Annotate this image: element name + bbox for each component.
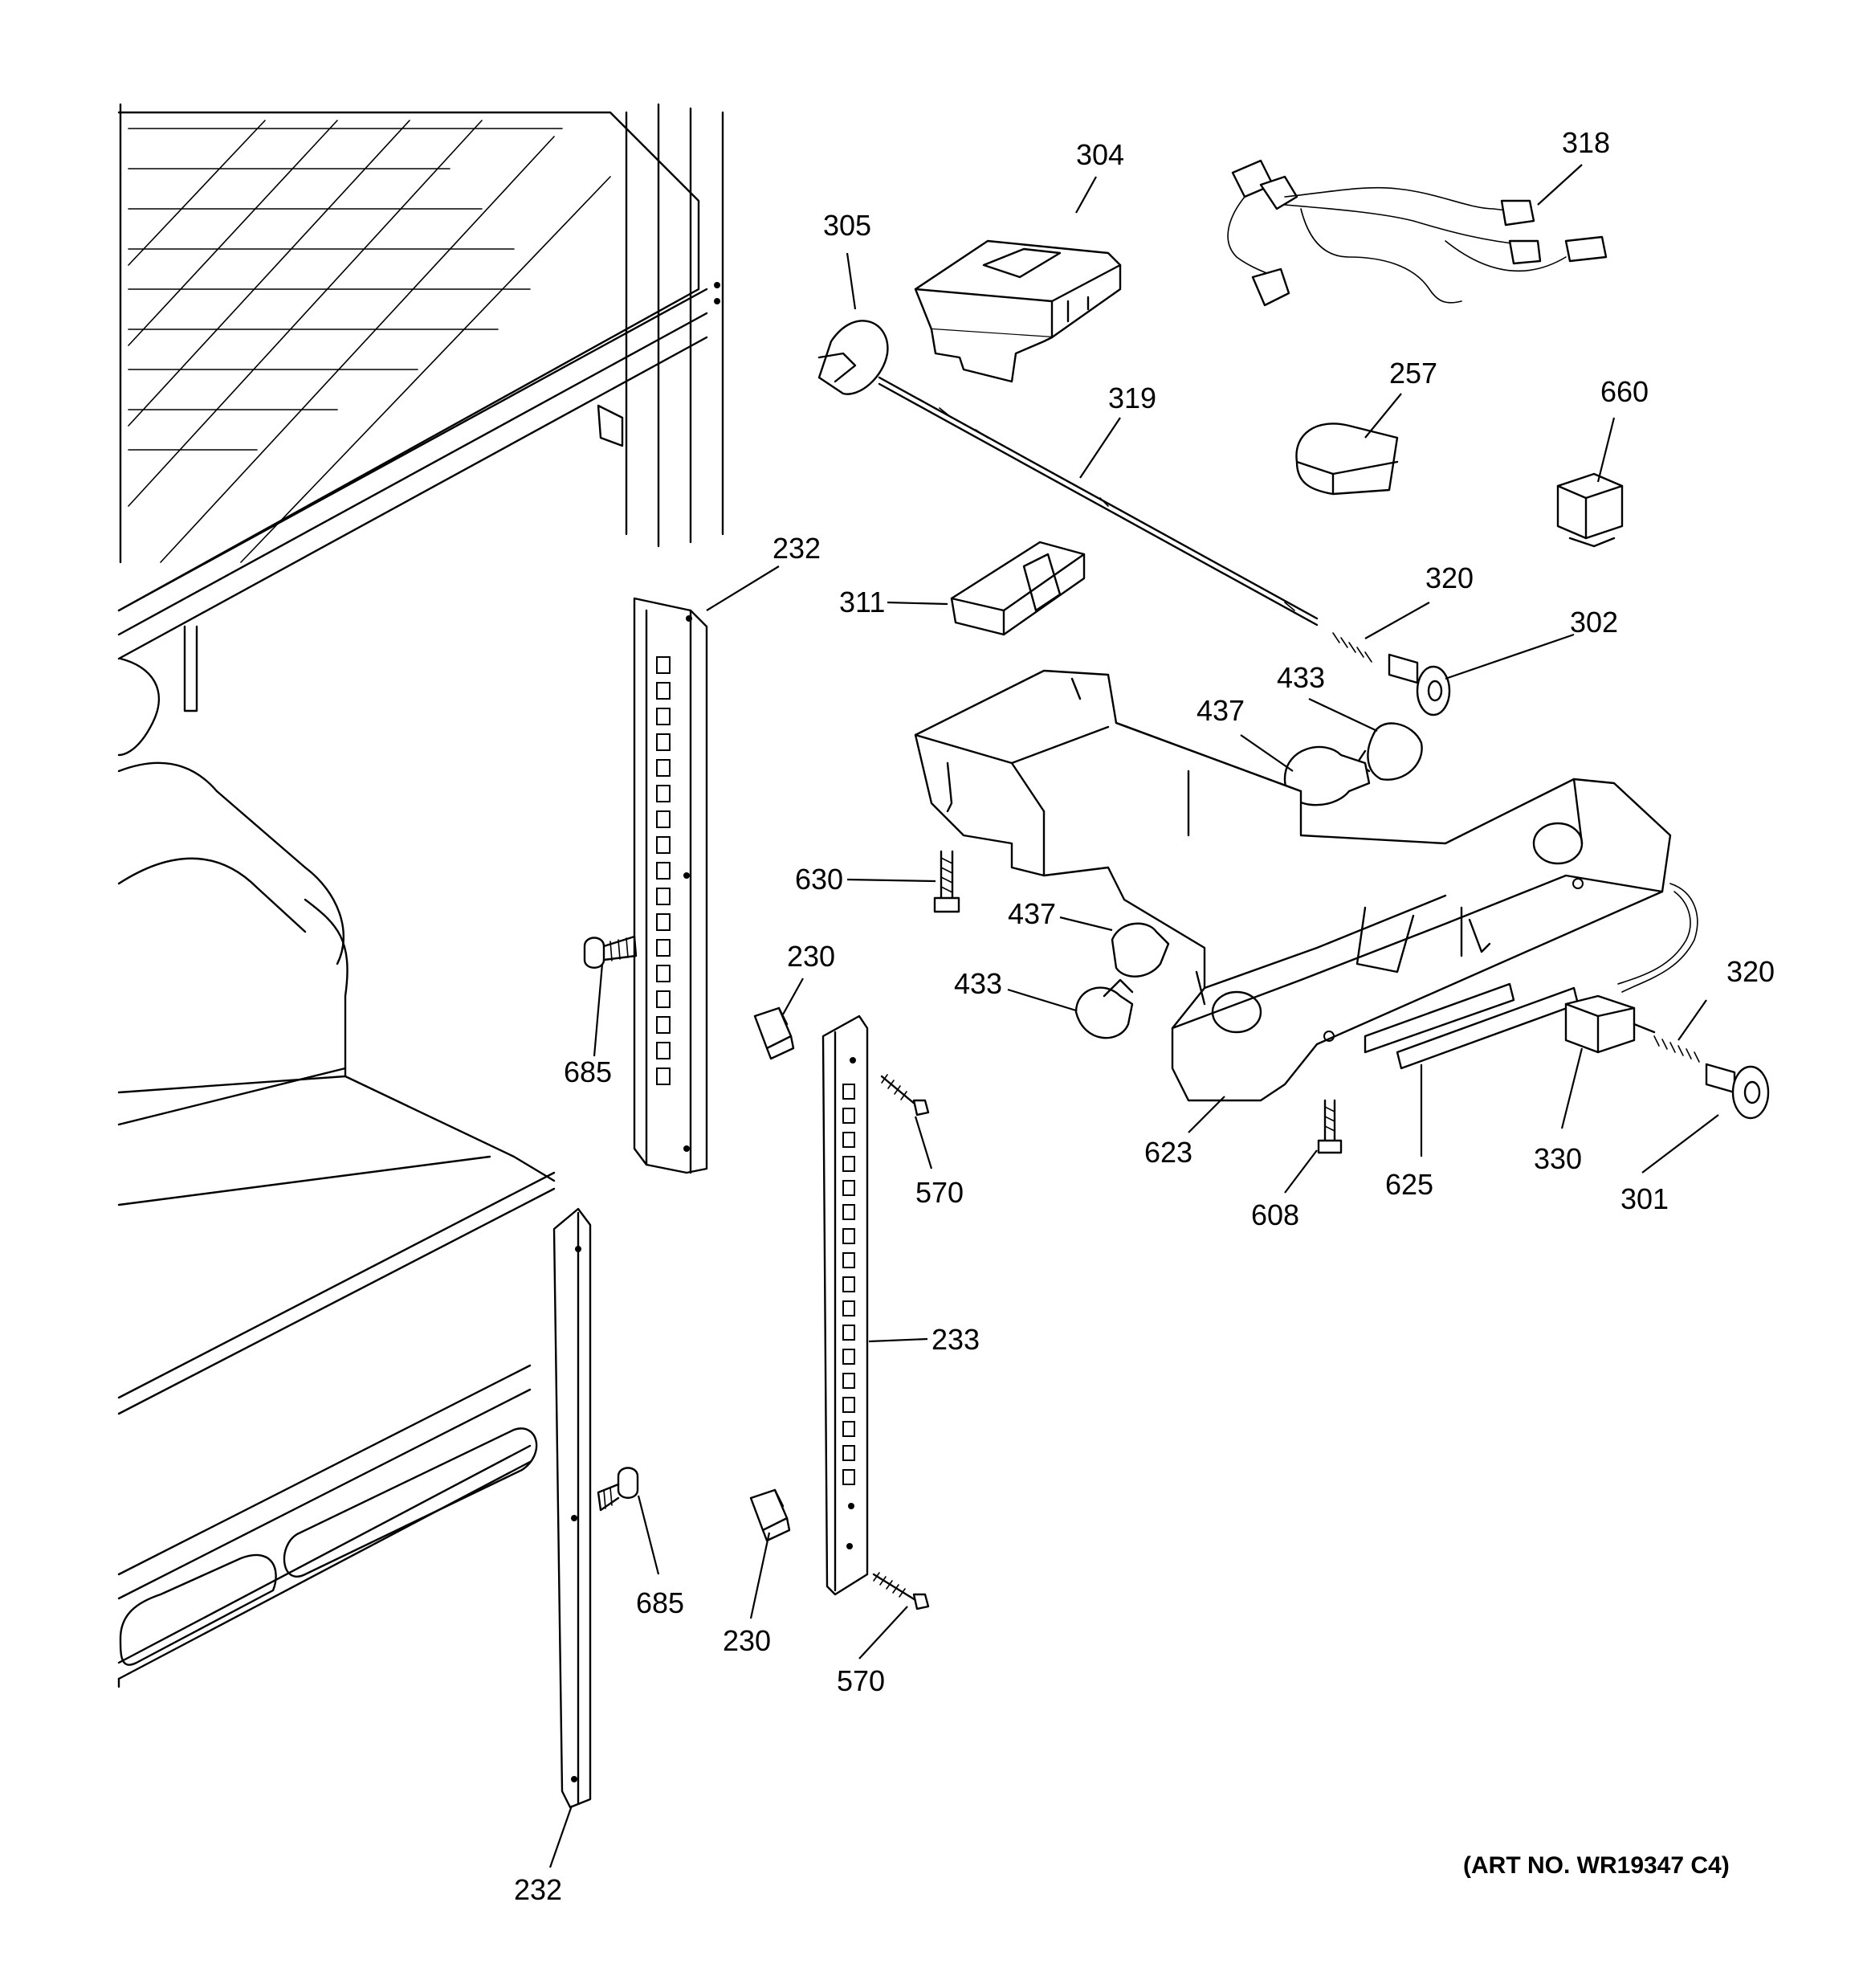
label-625: 625: [1385, 1168, 1433, 1201]
knob-301: [1705, 1063, 1770, 1120]
screw-570-upper: [880, 1074, 930, 1116]
label-318: 318: [1562, 126, 1610, 159]
screw-685-lower: [597, 1467, 639, 1512]
label-685-lower: 685: [636, 1586, 684, 1619]
label-230-lower: 230: [723, 1624, 771, 1657]
bulb-437-lower: [1111, 922, 1170, 978]
control-housing-623: [914, 669, 1672, 1102]
label-301: 301: [1620, 1182, 1669, 1215]
label-570-lower: 570: [837, 1664, 885, 1697]
label-319: 319: [1108, 382, 1156, 414]
label-433-lower: 433: [954, 967, 1002, 1000]
screw-685-upper: [583, 935, 638, 969]
clip-230-upper: [753, 1006, 795, 1060]
label-232-lower: 232: [514, 1873, 562, 1906]
refrigerator-cabinet: [117, 103, 724, 1688]
relay-660: [1556, 472, 1624, 548]
label-437-lower: 437: [1008, 897, 1056, 930]
label-232-upper: 232: [773, 532, 821, 565]
label-330: 330: [1534, 1142, 1582, 1175]
label-233: 233: [932, 1323, 980, 1356]
label-608: 608: [1251, 1198, 1299, 1231]
label-311: 311: [839, 586, 885, 618]
screw-608: [1317, 1099, 1343, 1154]
clip-230-lower: [749, 1488, 791, 1542]
label-304: 304: [1076, 138, 1124, 171]
label-257: 257: [1389, 357, 1437, 390]
label-320-lower: 320: [1726, 955, 1775, 988]
rail-232-lower: [552, 1207, 592, 1809]
label-433-upper: 433: [1277, 661, 1325, 694]
label-570-upper: 570: [915, 1176, 964, 1209]
part-labels: 304 318 305 319 257 660 232 311 320 302 …: [514, 126, 1775, 1906]
cam-305: [817, 320, 889, 395]
spring-320-upper: [1332, 632, 1372, 663]
label-660: 660: [1600, 375, 1649, 408]
socket-433-lower: [1074, 978, 1134, 1039]
housing-304: [914, 239, 1122, 383]
label-305: 305: [823, 209, 871, 242]
knob-302: [1388, 653, 1451, 716]
label-320-upper: 320: [1425, 561, 1474, 594]
label-302: 302: [1570, 606, 1618, 639]
rail-233: [821, 1014, 869, 1596]
label-623: 623: [1144, 1136, 1192, 1169]
shaft-319: [878, 376, 1319, 627]
art-number: (ART NO. WR19347 C4): [1463, 1852, 1730, 1879]
spring-320-lower: [1653, 1035, 1700, 1063]
label-685-upper: 685: [564, 1055, 612, 1088]
cover-311: [950, 541, 1086, 636]
wire-harness-318: [1227, 159, 1608, 307]
screw-570-lower: [872, 1572, 930, 1610]
screw-630: [933, 850, 960, 913]
lens-625: [1396, 986, 1580, 1070]
label-230-upper: 230: [787, 940, 835, 973]
switch-330: [1564, 883, 1698, 1054]
motor-257: [1295, 423, 1399, 496]
label-437-upper: 437: [1196, 694, 1245, 727]
leader-lines: [548, 164, 1719, 1868]
rail-232-upper: [633, 597, 708, 1174]
label-630: 630: [795, 863, 843, 896]
